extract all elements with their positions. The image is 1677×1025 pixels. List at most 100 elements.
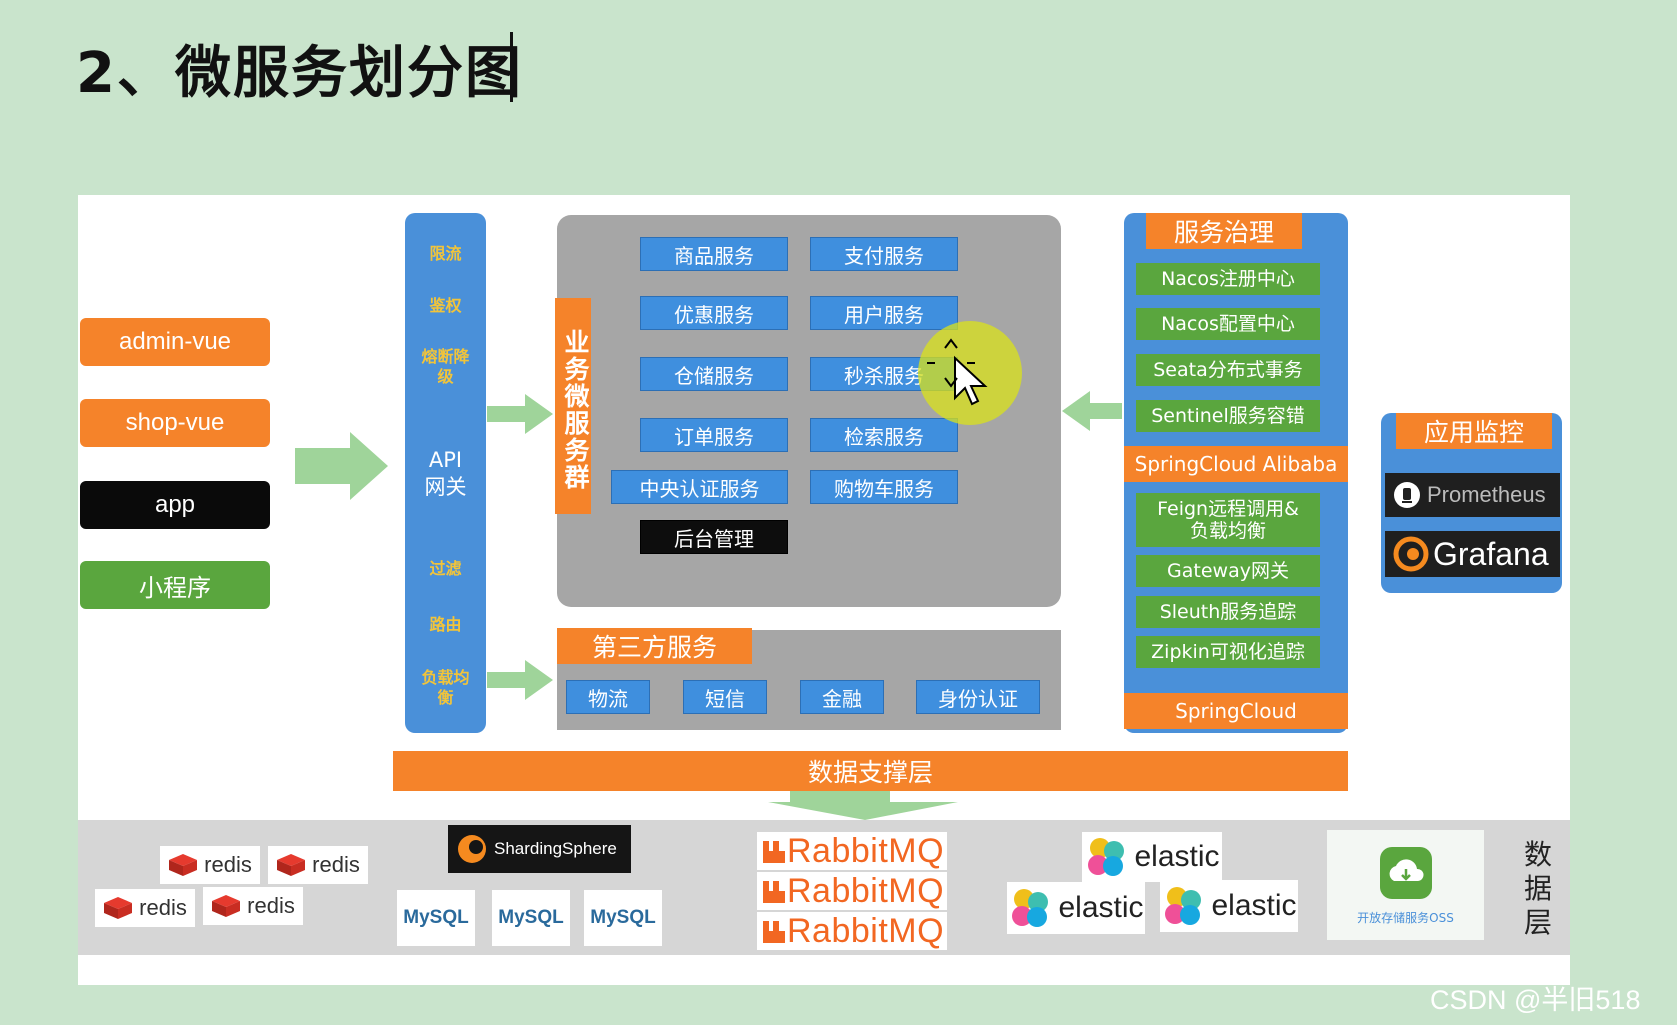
third-sms: 短信 (683, 680, 767, 714)
rabbitmq-icon (763, 921, 785, 943)
mysql-tile-1: MySQL (397, 890, 475, 946)
service-cart: 购物车服务 (810, 470, 958, 504)
redis-label: redis (312, 852, 360, 877)
redis-icon (169, 854, 198, 876)
service-admin: 后台管理 (640, 520, 788, 554)
client-app: app (80, 481, 270, 529)
oss-tile: 开放存储服务OSS (1327, 830, 1484, 940)
rabbitmq-tile-2: RabbitMQ (757, 872, 947, 910)
rabbitmq-label: RabbitMQ (787, 911, 945, 950)
cloud-storage-icon (1379, 846, 1432, 899)
arrow-clients-to-gateway (295, 432, 388, 500)
springcloud-label: SpringCloud (1124, 693, 1348, 729)
governance-title: 服务治理 (1146, 213, 1302, 249)
arrow-data-down (768, 791, 958, 820)
gateway-route: 路由 (429, 615, 462, 634)
gateway-api-label: API (428, 448, 463, 472)
gateway-rate-limit: 限流 (429, 244, 462, 263)
gov-gateway: Gateway网关 (1136, 555, 1320, 587)
redis-label: redis (204, 852, 252, 877)
arrow-gateway-to-business (487, 394, 553, 434)
gov-nacos-registry: Nacos注册中心 (1136, 263, 1320, 295)
gateway-circuit-break: 熔断降级 (421, 347, 470, 386)
prometheus-tile: Prometheus (1385, 473, 1560, 517)
arrow-governance-to-business (1062, 391, 1122, 431)
monitoring-title: 应用监控 (1396, 413, 1552, 449)
gateway-name-label: 网关 (424, 475, 467, 499)
elastic-label: elastic (1058, 891, 1144, 924)
redis-icon (212, 895, 241, 917)
mysql-tile-3: MySQL (584, 890, 662, 946)
elastic-label: elastic (1211, 889, 1297, 922)
shardingsphere-label: ShardingSphere (494, 839, 617, 858)
client-admin-vue: admin-vue (80, 318, 270, 366)
redis-icon (104, 897, 133, 919)
rabbitmq-tile-3: RabbitMQ (757, 912, 947, 950)
business-group-label: 业务微服务群 (555, 298, 591, 514)
gateway-load-balance: 负载均衡 (421, 668, 470, 707)
shardingsphere-icon (458, 835, 486, 863)
gov-sentinel: Sentinel服务容错 (1136, 400, 1320, 432)
mysql-label: MySQL (403, 907, 469, 928)
gov-feign: Feign远程调用&负载均衡 (1136, 493, 1320, 547)
service-search: 检索服务 (810, 418, 958, 452)
rabbitmq-icon (763, 841, 785, 863)
redis-tile-3: redis (95, 889, 195, 927)
rabbitmq-icon (763, 881, 785, 903)
elastic-label: elastic (1134, 840, 1220, 873)
elastic-icon (1165, 887, 1202, 925)
rabbitmq-label: RabbitMQ (787, 831, 945, 870)
gov-nacos-config: Nacos配置中心 (1136, 308, 1320, 340)
oss-label: 开放存储服务OSS (1357, 910, 1454, 925)
redis-tile-2: redis (268, 846, 368, 884)
grafana-icon (1393, 536, 1429, 572)
springcloud-alibaba-label: SpringCloud Alibaba (1124, 446, 1348, 482)
client-mini-program: 小程序 (80, 561, 270, 609)
elastic-tile-2: elastic (1007, 882, 1145, 934)
redis-label: redis (247, 893, 295, 918)
rabbitmq-tile-1: RabbitMQ (757, 832, 947, 870)
mysql-label: MySQL (590, 907, 656, 928)
elastic-tile-1: elastic (1082, 832, 1222, 882)
service-product: 商品服务 (640, 237, 788, 271)
grafana-label: Grafana (1433, 535, 1549, 572)
watermark: CSDN @半旧518 (1430, 985, 1641, 1015)
gov-sleuth: Sleuth服务追踪 (1136, 596, 1320, 628)
redis-tile-1: redis (160, 846, 260, 884)
elastic-icon (1088, 838, 1125, 876)
elastic-icon (1012, 889, 1049, 927)
redis-icon (277, 854, 306, 876)
redis-tile-4: redis (203, 887, 303, 925)
cursor-highlight (918, 321, 1022, 425)
api-gateway (405, 213, 486, 733)
service-central-auth: 中央认证服务 (611, 470, 788, 504)
service-user: 用户服务 (810, 296, 958, 330)
redis-label: redis (139, 895, 187, 920)
text-cursor (510, 32, 513, 102)
service-order: 订单服务 (640, 418, 788, 452)
shardingsphere-logo: ShardingSphere (448, 825, 631, 873)
arrow-gateway-to-third (487, 660, 553, 700)
mysql-label: MySQL (498, 907, 564, 928)
prometheus-icon (1394, 482, 1420, 508)
grafana-tile: Grafana (1385, 531, 1560, 577)
gov-zipkin: Zipkin可视化追踪 (1136, 636, 1320, 668)
elastic-tile-3: elastic (1160, 880, 1298, 932)
service-coupon: 优惠服务 (640, 296, 788, 330)
move-cursor-icon (927, 338, 988, 406)
data-layer-label: 数据层 (1523, 838, 1552, 939)
third-identity: 身份认证 (916, 680, 1040, 714)
third-party-label: 第三方服务 (557, 628, 752, 664)
data-support-layer: 数据支撑层 (393, 751, 1348, 791)
gov-seata: Seata分布式事务 (1136, 354, 1320, 386)
page-title: 2、微服务划分图 (76, 41, 523, 106)
client-shop-vue: shop-vue (80, 399, 270, 447)
rabbitmq-label: RabbitMQ (787, 871, 945, 910)
third-finance: 金融 (800, 680, 884, 714)
service-payment: 支付服务 (810, 237, 958, 271)
gateway-auth: 鉴权 (429, 296, 462, 315)
mysql-tile-2: MySQL (492, 890, 570, 946)
prometheus-label: Prometheus (1427, 482, 1546, 507)
third-logistics: 物流 (566, 680, 650, 714)
service-warehouse: 仓储服务 (640, 357, 788, 391)
